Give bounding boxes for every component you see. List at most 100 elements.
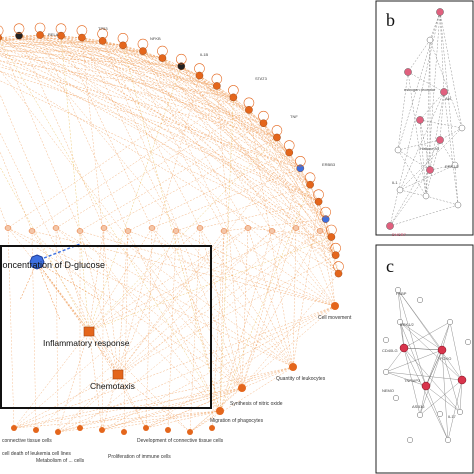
mid-node — [220, 228, 228, 234]
arc-node — [314, 197, 323, 206]
bottom-node — [121, 429, 127, 435]
c-node — [464, 338, 472, 346]
edge — [263, 123, 336, 256]
edge — [127, 230, 221, 412]
edge — [216, 85, 311, 185]
edge — [60, 35, 319, 202]
function-label: Cell movement — [318, 315, 352, 321]
panel-b-letter: b — [386, 10, 395, 30]
arc-node — [259, 119, 268, 128]
self-loop — [304, 172, 316, 183]
arc-label: ERBB3 — [322, 162, 336, 167]
panel-c-label: CD40LG — [382, 348, 398, 353]
edge — [102, 40, 290, 153]
c-node — [382, 368, 390, 376]
c-edge — [397, 289, 405, 349]
arc-node — [273, 133, 281, 142]
edge — [117, 75, 200, 375]
edge — [7, 227, 294, 368]
b-node — [451, 161, 459, 169]
panel-a: concentration of D-glucose Inflammatory … — [0, 22, 352, 464]
b-edge — [399, 91, 445, 191]
edge — [241, 273, 339, 389]
edge — [31, 97, 234, 232]
arc-node — [285, 148, 294, 157]
edge — [57, 410, 221, 433]
c-edge — [441, 349, 449, 441]
b-edge — [439, 139, 456, 166]
edge — [151, 227, 243, 389]
self-loop — [34, 22, 46, 34]
panel-a-arc-nodes — [0, 22, 344, 278]
c-node — [394, 286, 402, 294]
edge — [189, 227, 201, 433]
bottom-node — [77, 425, 83, 431]
edge — [18, 35, 105, 229]
edge — [0, 166, 90, 332]
edge — [127, 230, 336, 307]
panel-b-label: Histone h3 — [420, 146, 440, 151]
arc-node — [0, 34, 2, 41]
edge — [39, 34, 200, 76]
edge — [88, 227, 297, 332]
edge — [181, 66, 319, 202]
edge — [292, 227, 297, 368]
edge — [79, 230, 221, 412]
edge — [216, 85, 336, 256]
c-edge — [385, 371, 463, 381]
c-node — [444, 436, 452, 444]
b-edge — [439, 11, 445, 93]
panel-c-label: FOXO — [440, 356, 451, 361]
b-edge — [429, 164, 456, 171]
edge — [55, 227, 243, 389]
edge — [122, 45, 326, 220]
edge — [247, 227, 294, 368]
edge — [101, 305, 336, 431]
arc-node — [98, 37, 107, 45]
edge — [181, 66, 264, 124]
edge — [117, 230, 129, 375]
edge — [0, 53, 234, 98]
c-edge — [403, 347, 443, 351]
edge — [189, 410, 221, 433]
central-node: concentration of D-glucose — [0, 254, 105, 270]
edge — [0, 71, 301, 169]
b-node-highlight — [440, 88, 448, 96]
arc-node — [139, 47, 147, 55]
edge — [117, 254, 336, 375]
edge — [18, 35, 319, 202]
arc-label: TNF — [290, 114, 298, 119]
panel-c-label: FKBP — [396, 291, 407, 296]
edge — [0, 60, 301, 169]
edge — [0, 38, 326, 220]
b-node-highlight — [386, 222, 394, 230]
b-edge — [399, 189, 427, 197]
edge — [145, 410, 221, 429]
b-node — [422, 192, 430, 200]
edge — [127, 152, 290, 232]
edge — [0, 38, 336, 256]
edge — [79, 230, 336, 307]
panel-c-label: NEMO — [382, 388, 394, 393]
edge — [7, 227, 90, 332]
c-edge — [419, 379, 463, 416]
edge — [199, 227, 243, 389]
edge — [142, 50, 294, 368]
edge — [101, 410, 221, 431]
edge — [142, 50, 249, 229]
b-edge — [419, 119, 431, 171]
edge — [117, 373, 191, 433]
bottom-node — [55, 429, 61, 435]
self-loop — [243, 97, 255, 109]
bottom-node — [11, 425, 17, 431]
function-label: Quantity of leukocytes — [276, 376, 326, 382]
edge — [39, 34, 234, 98]
edge — [117, 373, 147, 429]
central-node-label: concentration of D-glucose — [0, 260, 105, 270]
panel-a-bottom-nodes — [11, 425, 215, 435]
c-edge — [399, 321, 427, 387]
edge — [88, 330, 191, 433]
c-node — [392, 394, 400, 402]
b-edge — [397, 71, 409, 151]
